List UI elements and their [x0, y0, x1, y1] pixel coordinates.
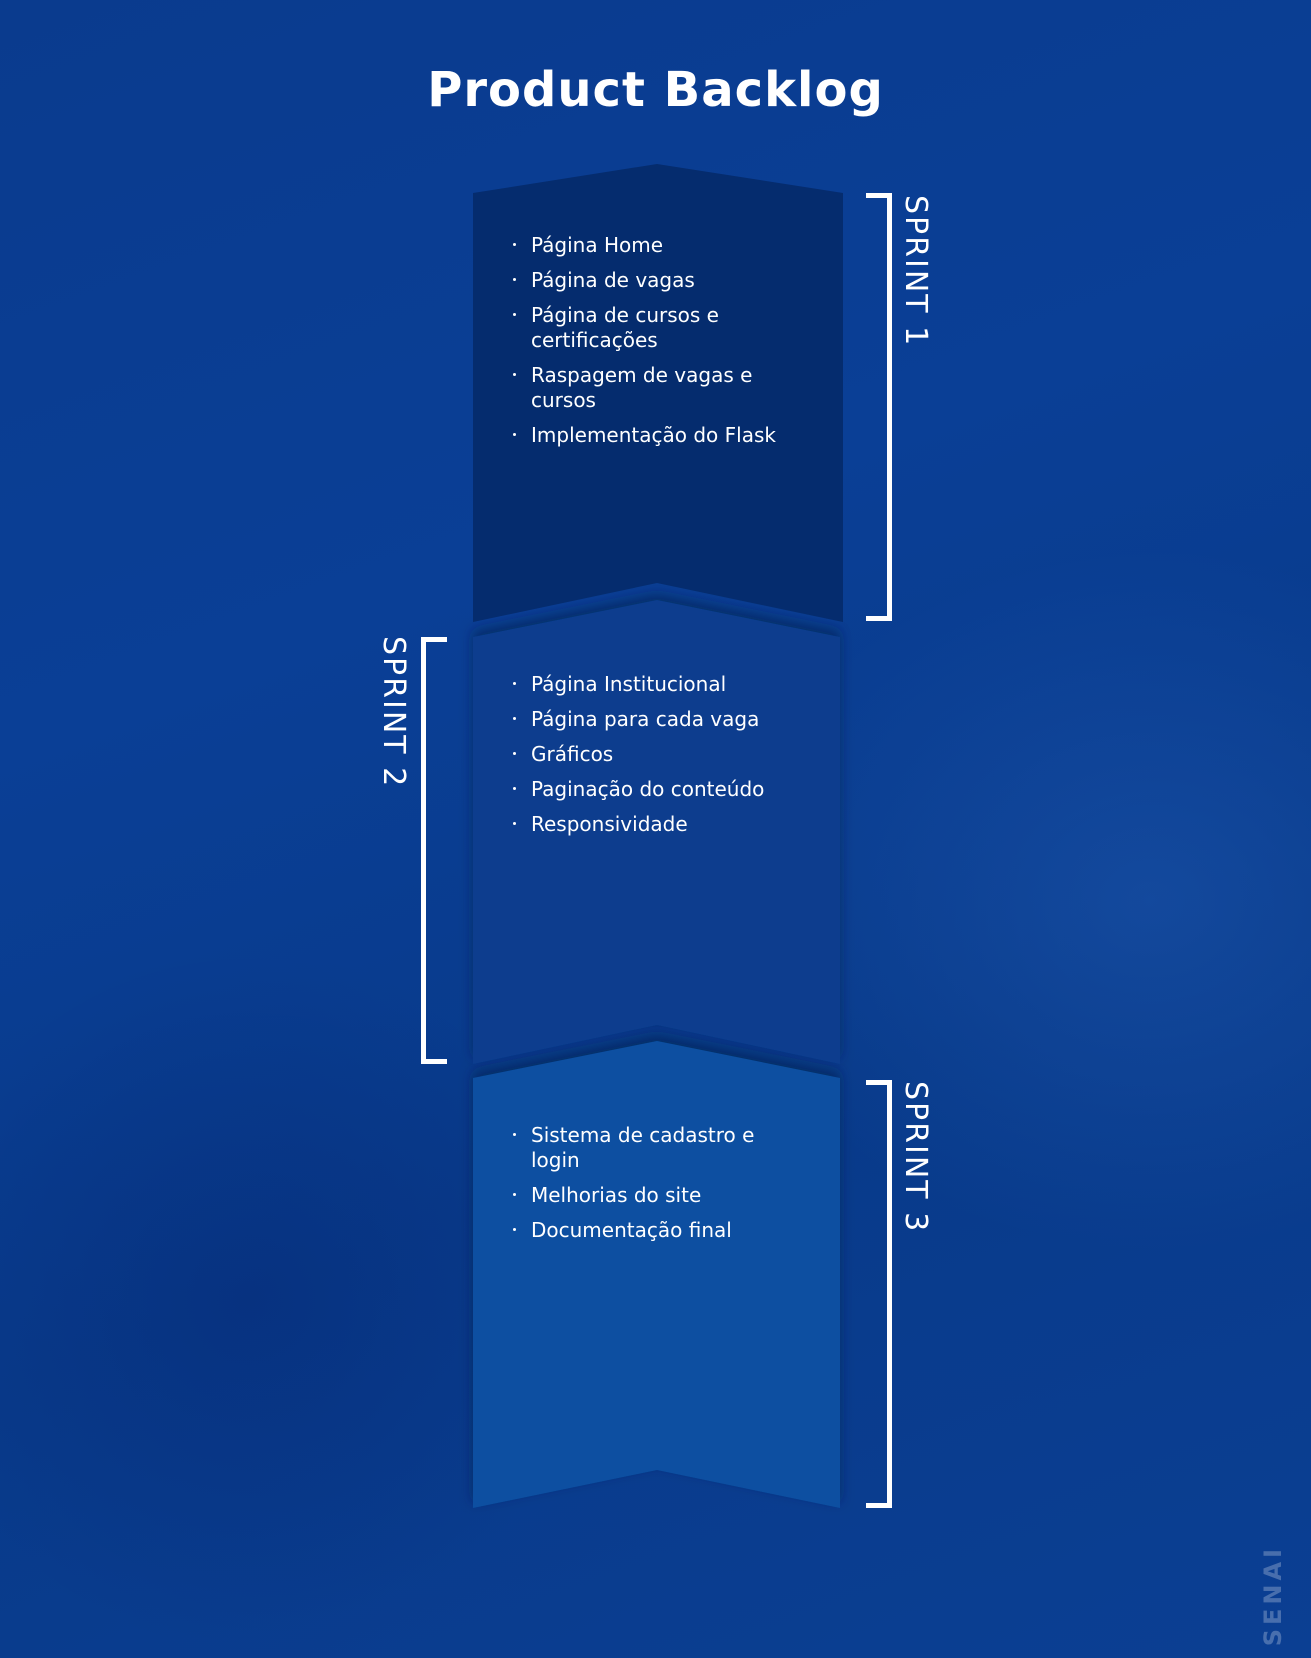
- list-item-text: Paginação do conteúdo: [531, 777, 765, 801]
- sprint-3-bracket: [866, 1080, 892, 1508]
- sprint-2-bracket: [421, 637, 447, 1064]
- bullet-icon: [513, 717, 516, 720]
- sprint-1-bracket: [866, 193, 892, 621]
- bullet-icon: [513, 278, 516, 281]
- list-item-text: Página de vagas: [531, 268, 695, 292]
- list-item: Melhorias do site: [513, 1183, 803, 1208]
- senai-logo: SENAI: [1259, 1544, 1287, 1646]
- sprint-3-items: Sistema de cadastro e login Melhorias do…: [513, 1123, 803, 1253]
- bullet-icon: [513, 433, 516, 436]
- sprint-1-block: [473, 164, 843, 622]
- bullet-icon: [513, 752, 516, 755]
- list-item: Documentação final: [513, 1218, 803, 1243]
- list-item-text: Página Home: [531, 233, 664, 257]
- bullet-icon: [513, 243, 516, 246]
- sprint-1-label: SPRINT 1: [898, 195, 933, 348]
- list-item-text: Página Institucional: [531, 672, 727, 696]
- bullet-icon: [513, 373, 516, 376]
- page-title: Product Backlog: [427, 62, 884, 118]
- sprint-2-block: [473, 600, 840, 1064]
- list-item: Página de cursos e certificações: [513, 303, 803, 353]
- list-item-text: Documentação final: [531, 1218, 732, 1242]
- sprint-2-label: SPRINT 2: [376, 636, 411, 789]
- bullet-icon: [513, 1133, 516, 1136]
- list-item: Gráficos: [513, 742, 803, 767]
- list-item-text: Responsividade: [531, 812, 688, 836]
- list-item: Página de vagas: [513, 268, 803, 293]
- list-item-text: Página para cada vaga: [531, 707, 760, 731]
- bullet-icon: [513, 1193, 516, 1196]
- bullet-icon: [513, 787, 516, 790]
- list-item-text: Melhorias do site: [531, 1183, 702, 1207]
- list-item: Página Institucional: [513, 672, 803, 697]
- list-item: Responsividade: [513, 812, 803, 837]
- bullet-icon: [513, 1228, 516, 1231]
- list-item-text: Gráficos: [531, 742, 614, 766]
- list-item: Raspagem de vagas e cursos: [513, 363, 803, 413]
- sprint-1-items: Página Home Página de vagas Página de cu…: [513, 233, 803, 458]
- bullet-icon: [513, 822, 516, 825]
- list-item: Sistema de cadastro e login: [513, 1123, 803, 1173]
- bullet-icon: [513, 313, 516, 316]
- list-item: Paginação do conteúdo: [513, 777, 803, 802]
- list-item-text: Implementação do Flask: [531, 423, 776, 447]
- list-item: Implementação do Flask: [513, 423, 803, 448]
- list-item-text: Sistema de cadastro e login: [531, 1123, 755, 1172]
- list-item-text: Página de cursos e certificações: [531, 303, 719, 352]
- list-item: Página Home: [513, 233, 803, 258]
- sprint-3-block: [473, 1041, 840, 1508]
- list-item: Página para cada vaga: [513, 707, 803, 732]
- bullet-icon: [513, 682, 516, 685]
- list-item-text: Raspagem de vagas e cursos: [531, 363, 753, 412]
- sprint-3-label: SPRINT 3: [898, 1081, 933, 1234]
- sprint-2-items: Página Institucional Página para cada va…: [513, 672, 803, 847]
